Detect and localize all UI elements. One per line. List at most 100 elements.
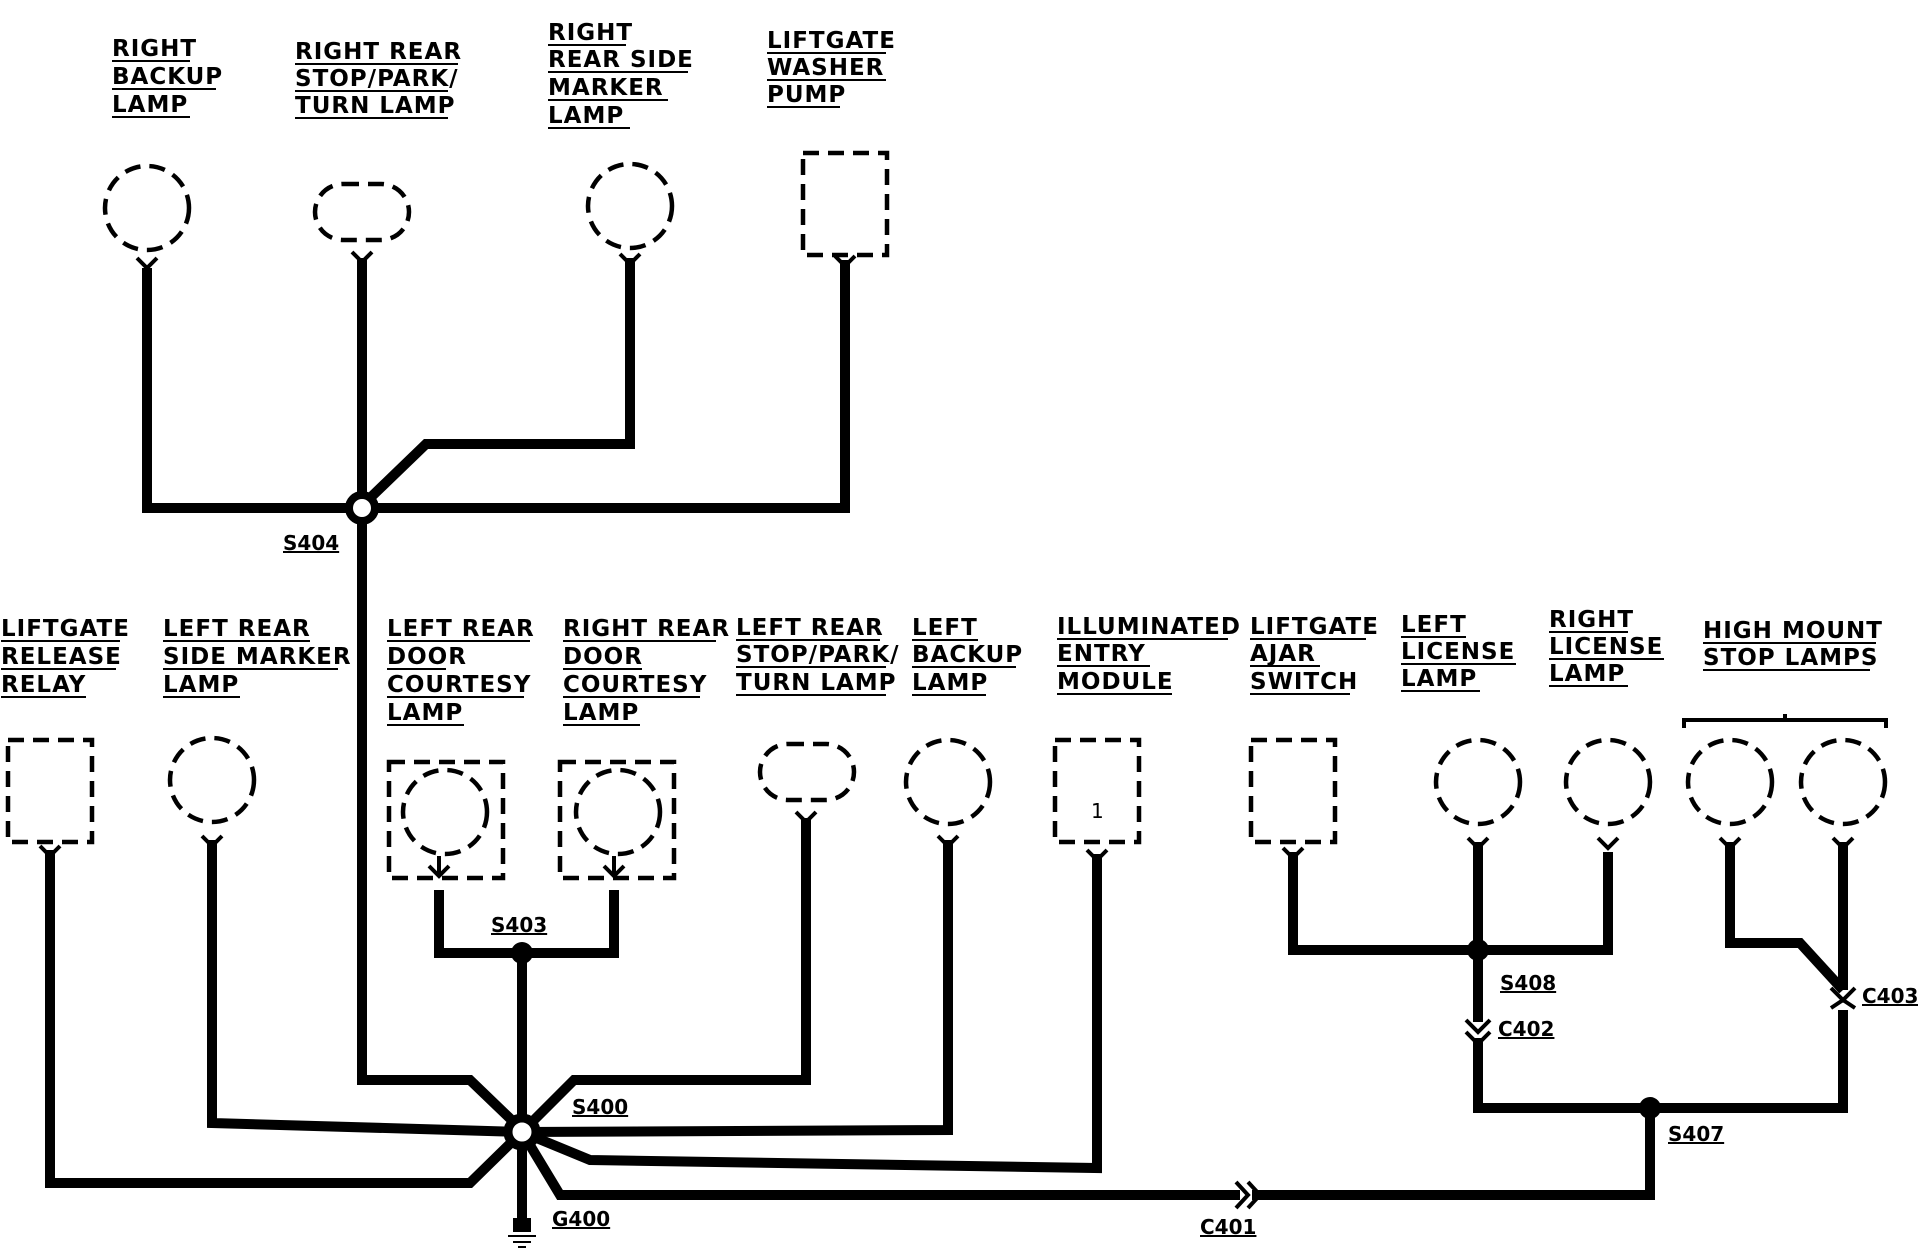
c401-connector-symbol: [1234, 1180, 1263, 1210]
svg-text:LAMP: LAMP: [387, 700, 463, 726]
svg-text:RIGHT: RIGHT: [548, 20, 633, 46]
rr-courtesy-lamp-symbol: [573, 767, 663, 857]
svg-text:LAMP: LAMP: [112, 92, 188, 118]
top-wires: [142, 258, 850, 1134]
right-rear-side-marker-terminal: [618, 252, 642, 267]
rr-courtesy-housing: [557, 759, 677, 881]
high-mount-bracket: [1682, 714, 1888, 728]
svg-text:LIFTGATE: LIFTGATE: [1250, 614, 1379, 640]
label-illuminated-entry-module: ILLUMINATED ENTRY MODULE: [1057, 614, 1241, 695]
svg-text:LICENSE: LICENSE: [1549, 634, 1663, 660]
wire-liftgate-release-relay: [45, 850, 526, 1188]
liftgate-release-relay-terminal: [38, 844, 62, 859]
liftgate-release-relay-symbol: [5, 737, 95, 845]
wire-left-rear-side-marker: [207, 840, 523, 1137]
s404-label: S404: [283, 531, 339, 555]
left-backup-lamp-terminal: [936, 834, 960, 849]
svg-text:LEFT REAR: LEFT REAR: [736, 615, 884, 641]
svg-text:SIDE MARKER: SIDE MARKER: [163, 644, 352, 670]
svg-text:LEFT REAR: LEFT REAR: [163, 616, 311, 642]
svg-text:ENTRY: ENTRY: [1057, 641, 1146, 667]
right-wires: [1288, 842, 1848, 1113]
label-liftgate-washer-pump: LIFTGATE WASHER PUMP: [767, 28, 896, 108]
junctions: [345, 491, 1857, 1248]
wire-illuminated-entry-module: [520, 854, 1102, 1174]
g400-ground-icon: [508, 1218, 536, 1248]
svg-text:COURTESY: COURTESY: [563, 672, 707, 698]
liftgate-ajar-switch-symbol: [1248, 737, 1338, 845]
rr-courtesy-terminal: [602, 856, 626, 879]
svg-text:LICENSE: LICENSE: [1401, 639, 1515, 665]
wire-to-c401: [517, 1129, 1240, 1200]
label-right-backup-lamp: RIGHT BACKUP LAMP: [112, 36, 222, 118]
c403-connector-symbol: [1829, 986, 1857, 1010]
svg-text:LAMP: LAMP: [1401, 666, 1477, 692]
label-left-rear-stop-park-turn-lamp: LEFT REAR STOP/PARK/ TURN LAMP: [736, 615, 899, 696]
right-backup-lamp-terminal: [135, 256, 159, 271]
high-mount-stop-lamp-left-symbol: [1685, 737, 1775, 827]
wire-lr-courtesy: [434, 890, 522, 958]
label-right-license-lamp: RIGHT LICENSE LAMP: [1549, 607, 1664, 687]
liftgate-ajar-switch-terminal: [1281, 846, 1305, 861]
left-backup-lamp-symbol: [903, 737, 993, 827]
label-left-rear-door-courtesy-lamp: LEFT REAR DOOR COURTESY LAMP: [387, 616, 535, 726]
s407-label: S407: [1668, 1122, 1724, 1146]
s408-label: S408: [1500, 971, 1556, 995]
svg-text:RIGHT REAR: RIGHT REAR: [295, 39, 462, 65]
left-rear-side-marker-symbol: [167, 735, 257, 825]
svg-text:LAMP: LAMP: [1549, 661, 1625, 687]
wire-s404-to-s400: [357, 508, 526, 1134]
components: 1: [5, 150, 1888, 881]
wire-right-backup-lamp: [142, 268, 362, 513]
s403-label: S403: [491, 913, 547, 937]
svg-text:MARKER: MARKER: [548, 75, 664, 101]
lr-courtesy-housing: [386, 759, 506, 881]
s407-splice-node: [1639, 1097, 1661, 1119]
right-rear-stop-lamp-symbol: [312, 181, 412, 243]
liftgate-washer-pump-terminal: [833, 254, 857, 269]
wire-left-backup-lamp: [521, 840, 953, 1137]
illuminated-entry-module-terminal: [1085, 848, 1109, 863]
svg-text:LEFT REAR: LEFT REAR: [387, 616, 535, 642]
label-liftgate-release-relay: LIFTGATE RELEASE RELAY: [1, 616, 130, 698]
high-mount-left-terminal: [1718, 836, 1742, 851]
svg-text:LIFTGATE: LIFTGATE: [767, 28, 896, 54]
svg-text:COURTESY: COURTESY: [387, 672, 531, 698]
label-high-mount-stop-lamps: HIGH MOUNT STOP LAMPS: [1703, 618, 1882, 671]
right-rear-stop-lamp-terminal: [350, 250, 374, 265]
svg-text:ILLUMINATED: ILLUMINATED: [1057, 614, 1241, 640]
left-rear-stop-lamp-symbol: [757, 741, 857, 803]
svg-text:LEFT: LEFT: [1401, 612, 1467, 638]
lr-courtesy-lamp-symbol: [400, 767, 490, 857]
c401-label: C401: [1200, 1215, 1256, 1239]
component-labels: RIGHT BACKUP LAMP RIGHT REAR STOP/PARK/ …: [1, 20, 1882, 726]
lr-courtesy-terminal: [427, 856, 451, 879]
s403-splice-node: [511, 942, 533, 964]
wire-liftgate-washer-pump: [362, 260, 850, 513]
svg-text:TURN LAMP: TURN LAMP: [736, 670, 897, 696]
svg-text:BACKUP: BACKUP: [912, 642, 1023, 668]
svg-text:TURN LAMP: TURN LAMP: [295, 93, 456, 119]
svg-text:DOOR: DOOR: [387, 644, 467, 670]
g400-label: G400: [552, 1207, 610, 1231]
wire-right-rear-side-marker: [364, 258, 635, 504]
svg-text:STOP LAMPS: STOP LAMPS: [1703, 645, 1878, 671]
c403-label: C403: [1862, 984, 1918, 1008]
svg-text:RIGHT: RIGHT: [1549, 607, 1634, 633]
c402-connector-symbol: [1464, 1018, 1492, 1047]
svg-text:RIGHT REAR: RIGHT REAR: [563, 616, 730, 642]
right-rear-side-marker-symbol: [585, 161, 675, 251]
s404-splice-node: [345, 491, 379, 525]
s400-label: S400: [572, 1095, 628, 1119]
svg-text:LAMP: LAMP: [163, 672, 239, 698]
right-license-lamp-symbol: [1563, 737, 1653, 827]
svg-text:REAR SIDE: REAR SIDE: [548, 47, 694, 73]
svg-text:PUMP: PUMP: [767, 82, 846, 108]
high-mount-stop-lamp-right-symbol: [1798, 737, 1888, 827]
left-license-lamp-terminal: [1466, 836, 1490, 851]
s400-splice-node: [503, 1113, 541, 1151]
left-license-lamp-symbol: [1433, 737, 1523, 827]
svg-text:LIFTGATE: LIFTGATE: [1, 616, 130, 642]
c402-label: C402: [1498, 1017, 1554, 1041]
